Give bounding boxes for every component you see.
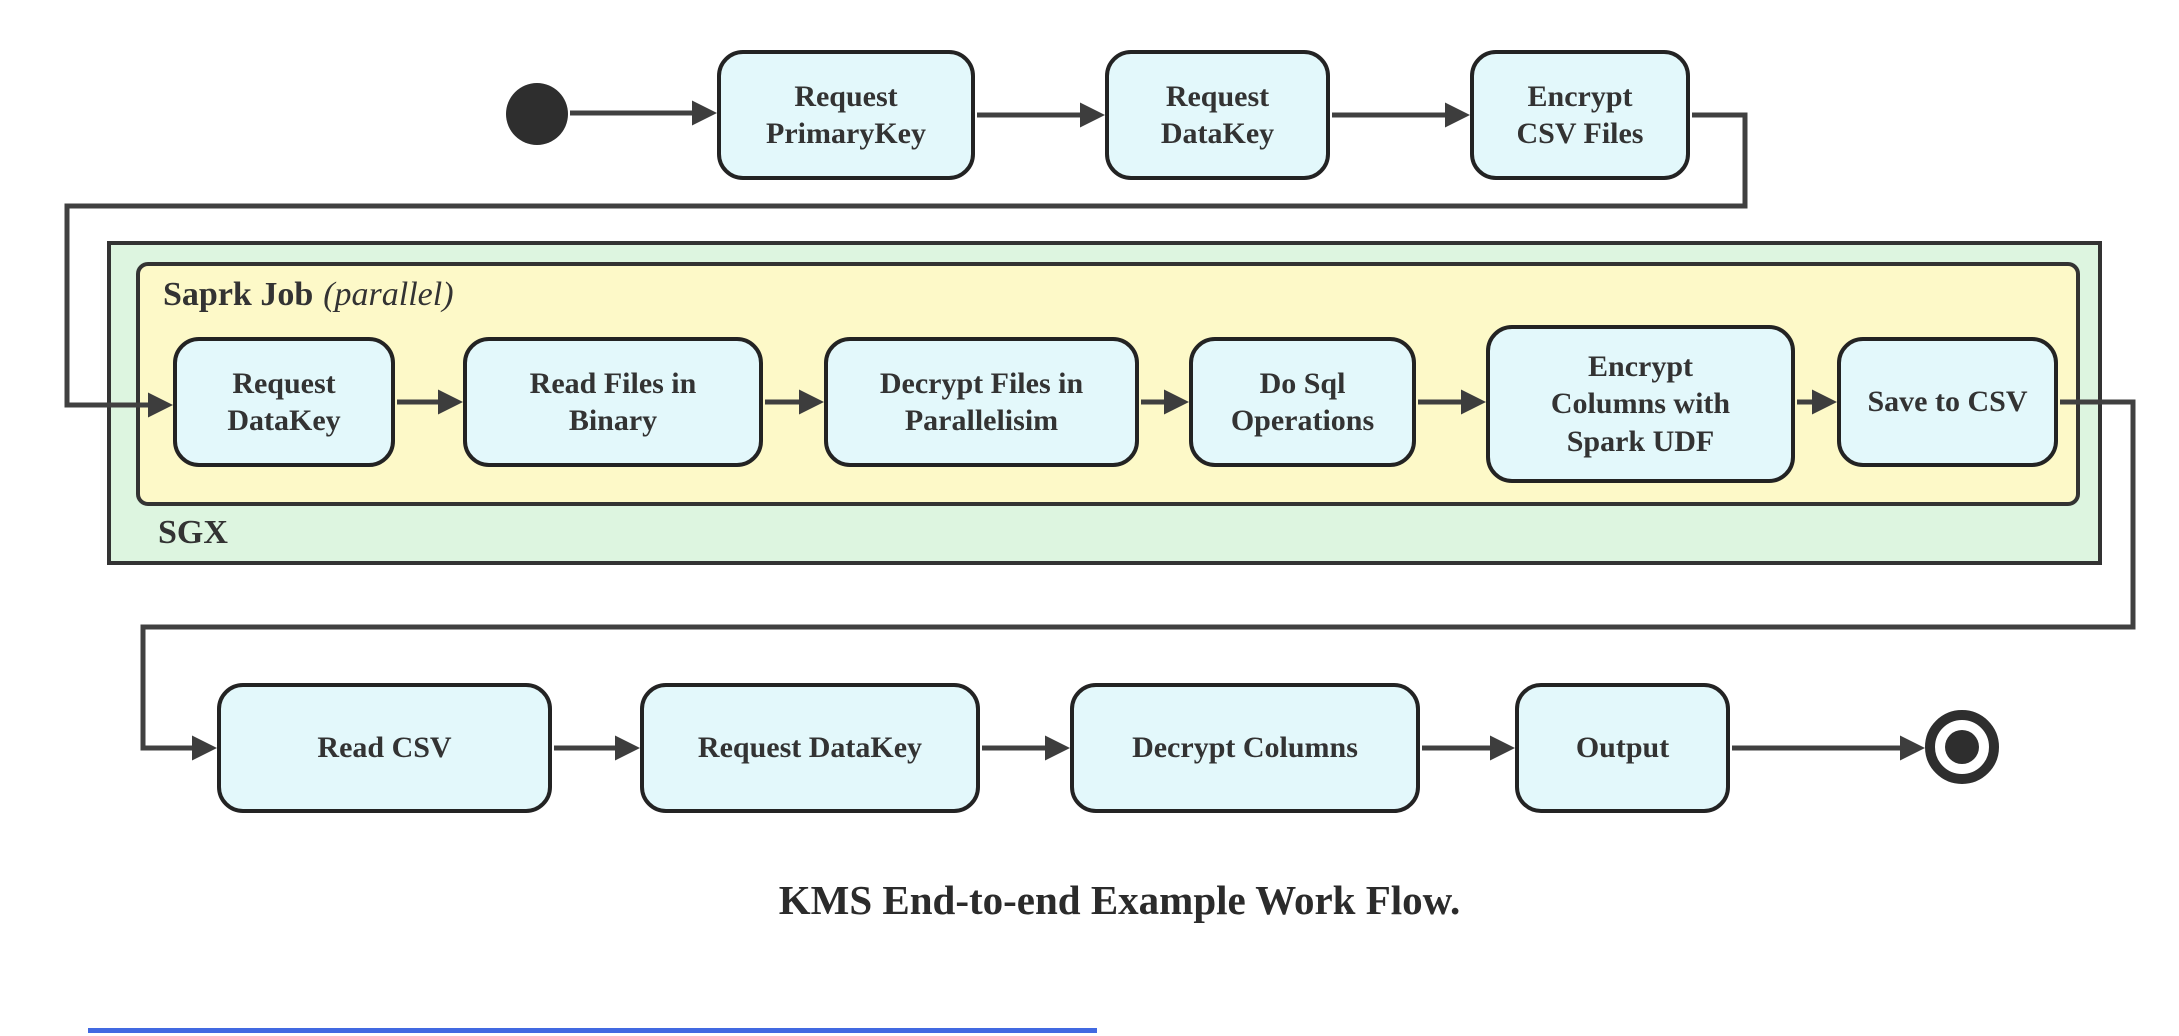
bottom-blue-line — [88, 1028, 1097, 1033]
node-save-to-csv: Save to CSV — [1837, 337, 2058, 467]
node-read-files-in-binary: Read Files in Binary — [463, 337, 763, 467]
node-encrypt-columns-with-spark-udf: Encrypt Columns with Spark UDF — [1486, 325, 1795, 483]
node-request-primarykey: Request PrimaryKey — [717, 50, 975, 180]
diagram-caption: KMS End-to-end Example Work Flow. — [778, 877, 1461, 923]
node-output: Output — [1515, 683, 1730, 813]
node-read-csv: Read CSV — [217, 683, 552, 813]
node-encrypt-csv-files: Encrypt CSV Files — [1470, 50, 1690, 180]
end-state-dot — [1945, 730, 1979, 764]
spark-job-label-parallel: (parallel) — [323, 276, 454, 313]
spark-job-label: Saprk Job(parallel) — [163, 276, 454, 314]
end-state-icon — [1925, 710, 1999, 784]
node-request-datakey: Request DataKey — [1105, 50, 1330, 180]
node-sgx-request-datakey: Request DataKey — [173, 337, 395, 467]
edge-save-csv-to-read-csv — [140, 399, 2136, 761]
node-decrypt-columns: Decrypt Columns — [1070, 683, 1420, 813]
start-state-icon — [506, 83, 568, 145]
spark-job-label-bold: Saprk Job — [163, 276, 314, 313]
node-request-datakey-2: Request DataKey — [640, 683, 980, 813]
node-do-sql-operations: Do Sql Operations — [1189, 337, 1416, 467]
node-decrypt-files-in-parallelisim: Decrypt Files in Parallelisim — [824, 337, 1139, 467]
edge-encrypt-csv-files-to-sgx-request-datakey — [64, 112, 1748, 418]
sgx-label: SGX — [158, 514, 228, 551]
